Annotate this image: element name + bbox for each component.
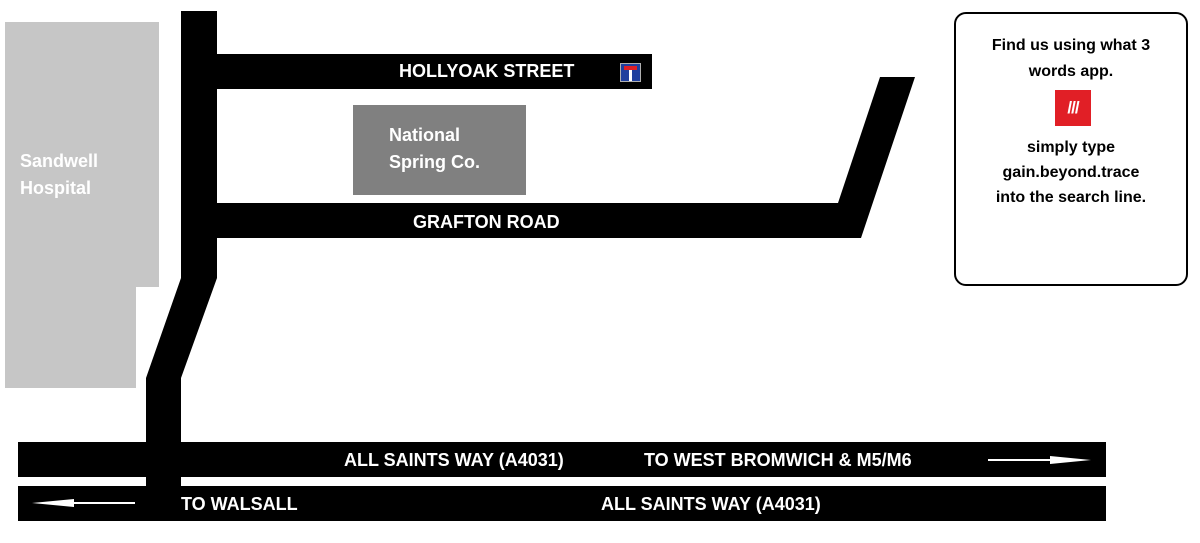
hospital-label: Sandwell Hospital (20, 148, 98, 202)
what3words-info-box: Find us using what 3 words app. /// simp… (954, 12, 1188, 286)
info-line-1: Find us using what 3 (991, 37, 1151, 54)
arrow-right-icon (988, 456, 1091, 464)
all-saints-way-bottom-road (18, 486, 1106, 521)
factory-label-line1: National (389, 125, 461, 145)
what3words-logo-icon: /// (1055, 90, 1091, 126)
factory-label: National Spring Co. (389, 122, 480, 176)
to-walsall-label: TO WALSALL (181, 494, 298, 514)
to-west-bromwich-label: TO WEST BROMWICH & M5/M6 (644, 450, 912, 470)
all-saints-way-top-road (18, 442, 1106, 477)
hospital-building (5, 22, 159, 388)
hospital-label-line2: Hospital (20, 178, 92, 198)
info-line-5: into the search line. (995, 189, 1147, 206)
hospital-label-line1: Sandwell (20, 151, 99, 171)
info-line-2: words app. (1028, 63, 1114, 80)
hollyoak-street-road (181, 54, 652, 89)
grafton-road (181, 77, 915, 238)
all-saints-way-top-label: ALL SAINTS WAY (A4031) (344, 450, 564, 470)
hollyoak-street-label: HOLLYOAK STREET (399, 61, 575, 81)
no-through-road-icon (620, 63, 641, 82)
grafton-road-label: GRAFTON ROAD (413, 212, 560, 232)
info-line-4: gain.beyond.trace (1002, 164, 1140, 181)
main-vertical-road (146, 11, 217, 492)
arrow-left-icon (32, 499, 135, 507)
info-line-3: simply type (1026, 139, 1116, 156)
factory-building (353, 105, 526, 195)
all-saints-way-bottom-label: ALL SAINTS WAY (A4031) (601, 494, 821, 514)
factory-label-line2: Spring Co. (389, 152, 480, 172)
